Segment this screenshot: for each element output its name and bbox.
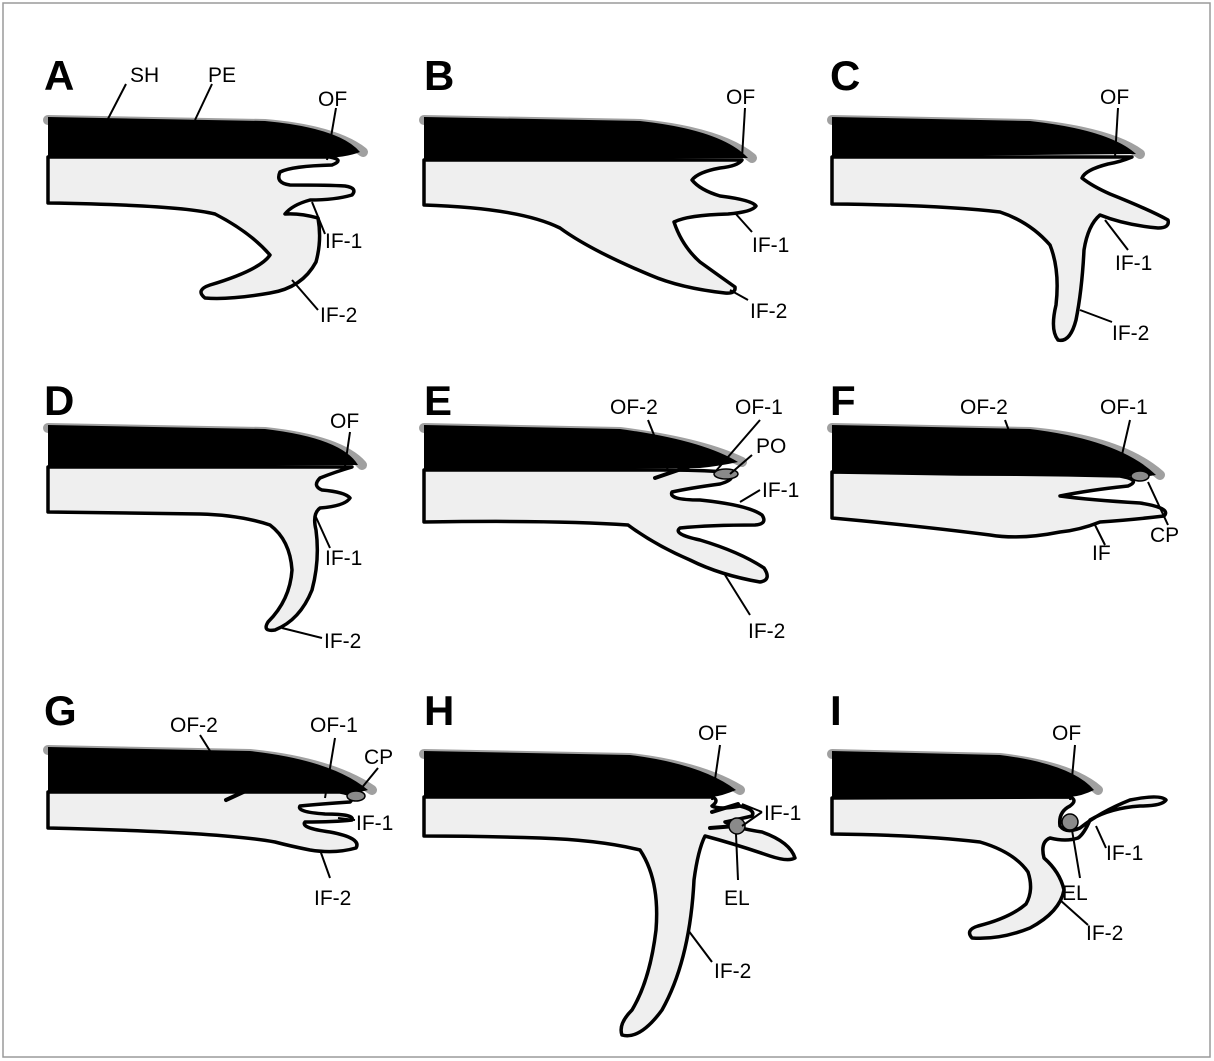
- label-if1: IF-1: [325, 230, 362, 253]
- label-if2: IF-2: [320, 304, 357, 327]
- epithelial-lobe: [1062, 814, 1078, 830]
- label-of: OF: [318, 88, 347, 111]
- panel-letter: H: [424, 687, 454, 734]
- label-if1: IF-1: [325, 547, 362, 570]
- label-of2: OF-2: [610, 396, 658, 419]
- label-if1: IF-1: [752, 234, 789, 257]
- label-of1: OF-1: [735, 396, 783, 419]
- panel-letter: G: [44, 687, 77, 734]
- label-of: OF: [698, 722, 727, 745]
- panel-letter: I: [830, 687, 842, 734]
- label-of: OF: [726, 86, 755, 109]
- panel-letter: F: [830, 377, 856, 424]
- label-el: EL: [724, 887, 750, 910]
- label-of1: OF-1: [1100, 396, 1148, 419]
- label-if1: IF-1: [762, 479, 799, 502]
- panel-letter: E: [424, 377, 452, 424]
- cytoplasmic-process: [347, 791, 365, 801]
- panel-letter: D: [44, 377, 74, 424]
- label-if2: IF-2: [1112, 322, 1149, 345]
- label-if1: IF-1: [1106, 842, 1143, 865]
- panel-letter: B: [424, 52, 454, 99]
- label-if2: IF-2: [324, 630, 361, 653]
- panel-letter: A: [44, 52, 74, 99]
- label-of1: OF-1: [310, 714, 358, 737]
- label-if1: IF-1: [1115, 252, 1152, 275]
- label-if2: IF-2: [748, 620, 785, 643]
- label-if2: IF-2: [314, 887, 351, 910]
- label-sh: SH: [130, 64, 159, 87]
- label-if: IF: [1092, 542, 1111, 565]
- label-of: OF: [330, 410, 359, 433]
- label-if2: IF-2: [714, 960, 751, 983]
- label-if2: IF-2: [1086, 922, 1123, 945]
- label-pe: PE: [208, 64, 236, 87]
- panel-letter: C: [830, 52, 860, 99]
- cytoplasmic-process: [1131, 471, 1149, 481]
- label-if2: IF-2: [750, 300, 787, 323]
- label-if1: IF-1: [764, 802, 801, 825]
- label-el: EL: [1062, 882, 1088, 905]
- label-po: PO: [756, 435, 786, 458]
- label-cp: CP: [1150, 524, 1179, 547]
- label-if1: IF-1: [356, 812, 393, 835]
- label-cp: CP: [364, 746, 393, 769]
- label-of2: OF-2: [170, 714, 218, 737]
- label-of: OF: [1100, 86, 1129, 109]
- label-of2: OF-2: [960, 396, 1008, 419]
- label-of: OF: [1052, 722, 1081, 745]
